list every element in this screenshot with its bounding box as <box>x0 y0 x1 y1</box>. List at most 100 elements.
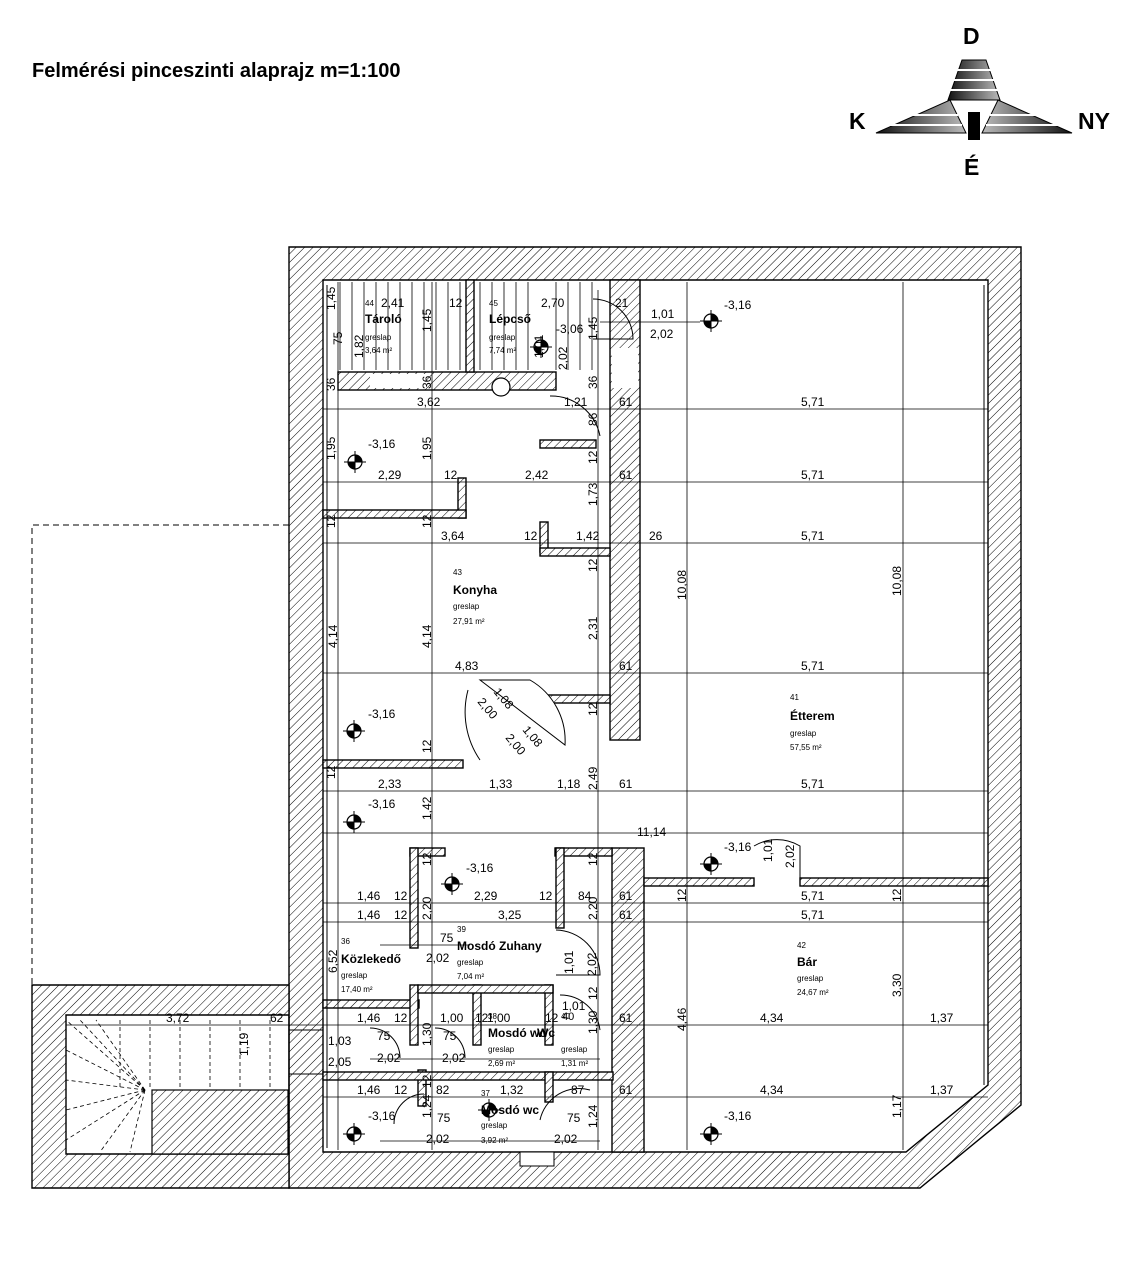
svg-text:2,05: 2,05 <box>328 1055 352 1069</box>
svg-text:2,49: 2,49 <box>586 766 600 790</box>
level-label: -3,06 <box>556 322 584 336</box>
svg-text:Étterem: Étterem <box>790 708 835 723</box>
svg-text:Mosdó Zuhany: Mosdó Zuhany <box>457 939 542 953</box>
svg-text:greslap: greslap <box>341 971 368 980</box>
svg-text:37: 37 <box>481 1089 490 1098</box>
svg-text:1,37: 1,37 <box>930 1083 954 1097</box>
svg-text:61: 61 <box>619 659 633 673</box>
svg-text:36: 36 <box>586 375 600 389</box>
svg-text:12: 12 <box>394 1011 408 1025</box>
svg-text:1,82: 1,82 <box>352 334 366 358</box>
level-label: -3,16 <box>368 1109 396 1123</box>
svg-text:6,52: 6,52 <box>326 949 340 973</box>
svg-text:1,24: 1,24 <box>586 1104 600 1128</box>
svg-text:1,31 m²: 1,31 m² <box>561 1059 588 1068</box>
svg-text:24,67 m²: 24,67 m² <box>797 988 829 997</box>
level-label: -3,16 <box>466 861 494 875</box>
svg-text:75: 75 <box>443 1029 457 1043</box>
svg-text:1,30: 1,30 <box>586 1010 600 1034</box>
svg-text:Konyha: Konyha <box>453 583 497 597</box>
stair-landing <box>151 1089 289 1155</box>
compass-east: NY <box>1078 108 1110 134</box>
svg-text:5,71: 5,71 <box>801 529 825 543</box>
svg-text:10,08: 10,08 <box>890 566 904 596</box>
svg-text:1,42: 1,42 <box>420 796 434 820</box>
stair-annex-wall <box>31 984 290 1189</box>
svg-text:greslap: greslap <box>797 974 824 983</box>
svg-text:5,71: 5,71 <box>801 889 825 903</box>
svg-text:2,02: 2,02 <box>556 346 570 370</box>
svg-text:11,14: 11,14 <box>637 825 666 839</box>
compass-north: D <box>963 23 980 49</box>
svg-text:1,01: 1,01 <box>562 950 576 974</box>
room-etterem: 41 Étterem greslap 57,55 m² <box>790 693 835 752</box>
svg-text:1,46: 1,46 <box>357 908 381 922</box>
level-label: -3,16 <box>724 840 752 854</box>
svg-text:greslap: greslap <box>481 1121 508 1130</box>
svg-text:1,01: 1,01 <box>562 999 586 1013</box>
room-wc-40: 40 Wc greslap 1,31 m² <box>537 1012 588 1068</box>
svg-text:45: 45 <box>489 299 498 308</box>
svg-text:2,02: 2,02 <box>585 952 599 976</box>
compass-south: É <box>964 153 979 180</box>
room-mosdo-wc-38: 38 Mosdó wc greslap 2,69 m² <box>488 1012 546 1068</box>
svg-text:61: 61 <box>619 1011 633 1025</box>
svg-text:75: 75 <box>567 1111 581 1125</box>
svg-text:1,01: 1,01 <box>532 334 546 358</box>
svg-text:61: 61 <box>619 889 633 903</box>
svg-text:2,29: 2,29 <box>378 468 402 482</box>
svg-text:62: 62 <box>270 1011 284 1025</box>
svg-text:2,33: 2,33 <box>378 777 402 791</box>
compass-rose: D É K NY <box>849 23 1110 180</box>
svg-text:12: 12 <box>890 888 904 902</box>
svg-text:57,55 m²: 57,55 m² <box>790 743 822 752</box>
drain-symbol <box>491 377 511 397</box>
svg-text:2,02: 2,02 <box>377 1051 401 1065</box>
svg-text:2,02: 2,02 <box>783 844 797 868</box>
dimension-labels: 2,41 12 2,70 21 1,01 2,02 3,62 1,21 61 5… <box>166 296 954 1146</box>
stair-treads <box>339 282 593 370</box>
svg-text:3,72: 3,72 <box>166 1011 190 1025</box>
room-lepcso: 45 Lépcső greslap 7,74 m² <box>489 299 531 355</box>
room-konyha: 43 Konyha greslap 27,91 m² <box>453 568 497 626</box>
interior-walls <box>322 279 989 1153</box>
svg-text:greslap: greslap <box>790 729 817 738</box>
svg-text:12: 12 <box>394 908 408 922</box>
svg-text:12: 12 <box>420 514 434 528</box>
svg-text:5,71: 5,71 <box>801 659 825 673</box>
level-label: -3,16 <box>368 797 396 811</box>
svg-text:12: 12 <box>539 889 553 903</box>
svg-text:12: 12 <box>420 1074 434 1088</box>
svg-text:12: 12 <box>444 468 458 482</box>
svg-text:greslap: greslap <box>453 602 480 611</box>
svg-text:Bár: Bár <box>797 955 817 969</box>
svg-text:Lépcső: Lépcső <box>489 312 531 326</box>
svg-text:4,34: 4,34 <box>760 1011 784 1025</box>
svg-text:1,42: 1,42 <box>576 529 600 543</box>
svg-text:12: 12 <box>586 450 600 464</box>
svg-text:1,46: 1,46 <box>357 1011 381 1025</box>
svg-text:2,02: 2,02 <box>554 1132 578 1146</box>
svg-text:10,08: 10,08 <box>675 570 689 600</box>
svg-text:4,83: 4,83 <box>455 659 479 673</box>
dimension-lines <box>66 282 988 1150</box>
level-label: -3,16 <box>724 298 752 312</box>
svg-text:1,95: 1,95 <box>324 436 338 460</box>
svg-text:75: 75 <box>377 1029 391 1043</box>
svg-text:41: 41 <box>790 693 799 702</box>
svg-text:12: 12 <box>675 888 689 902</box>
svg-text:75: 75 <box>331 331 345 345</box>
svg-text:2,29: 2,29 <box>474 889 498 903</box>
svg-text:36: 36 <box>324 377 338 391</box>
room-tarolo: 44 Tároló greslap 3,64 m² <box>365 299 402 355</box>
room-mosdo-zuhany: 39 Mosdó Zuhany greslap 7,04 m² <box>457 925 542 981</box>
svg-text:Mosdó wc: Mosdó wc <box>488 1026 546 1040</box>
spiral-stair <box>65 1019 271 1153</box>
svg-text:1,95: 1,95 <box>420 436 434 460</box>
level-label: -3,16 <box>368 437 396 451</box>
svg-text:1,21: 1,21 <box>564 395 588 409</box>
svg-text:1,00: 1,00 <box>487 1011 511 1025</box>
svg-text:4,14: 4,14 <box>326 624 340 648</box>
svg-text:1,46: 1,46 <box>357 889 381 903</box>
